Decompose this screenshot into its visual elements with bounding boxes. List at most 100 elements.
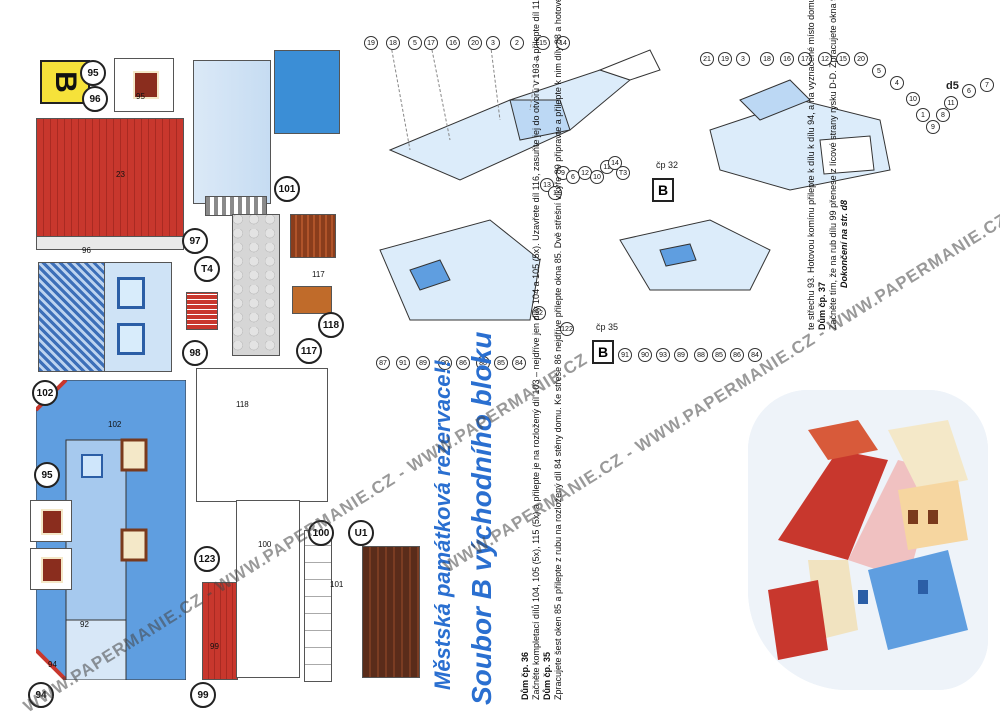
part-badge-96: 96 <box>82 86 108 112</box>
part-T4-red <box>186 292 218 330</box>
callout-top-9: 14 <box>556 36 570 50</box>
part-99-roof <box>202 582 238 680</box>
callout-bottom-7: 84 <box>512 356 526 370</box>
gable-house-svg <box>34 378 187 682</box>
callout-right-1: 19 <box>718 52 732 66</box>
part-badge-100: 100 <box>308 520 334 546</box>
callout-top-15: 10 <box>590 170 604 184</box>
part-102-roof <box>38 262 106 372</box>
part-lower-wall <box>236 500 300 678</box>
part-number-92: 92 <box>80 620 89 629</box>
callout-right-0: 21 <box>700 52 714 66</box>
part-number-101: 101 <box>330 580 344 589</box>
callout-top-2: 5 <box>408 36 422 50</box>
part-badge-U1: U1 <box>348 520 374 546</box>
part-gable-house <box>34 378 187 682</box>
callout-bottom-14: 88 <box>694 348 708 362</box>
part-number-100: 100 <box>258 540 272 549</box>
part-stone-wall <box>232 214 280 356</box>
callout-right-12: 1 <box>916 108 930 122</box>
diagram-label-b35-sub: čp 35 <box>596 322 619 332</box>
callout-bottom-15: 85 <box>712 348 726 362</box>
part-badge-102: 102 <box>32 380 58 406</box>
callout-top-7: 2 <box>510 36 524 50</box>
part-118-frame <box>292 286 332 314</box>
callout-top-3: 17 <box>424 36 438 50</box>
part-badge-94: 94 <box>28 682 54 708</box>
part-number-99: 99 <box>210 642 219 651</box>
callout-top-11: 1 <box>548 186 562 200</box>
part-badge-95: 95 <box>80 60 106 86</box>
callout-right-6: 12 <box>818 52 832 66</box>
assembly-diagram-right <box>709 79 891 191</box>
callout-right-8: 20 <box>854 52 868 66</box>
callout-top-0: 19 <box>364 36 378 50</box>
callout-right-11: 10 <box>906 92 920 106</box>
callout-bottom-13: 89 <box>674 348 688 362</box>
diagram-label-b32: B <box>652 178 674 202</box>
callout-right-13: 9 <box>926 120 940 134</box>
part-number-96: 96 <box>82 246 91 255</box>
house36-text: Začněte kompletací dílů 104, 105 (5x), 1… <box>531 0 542 700</box>
part-23-wall <box>196 368 328 502</box>
part-badge-123: 123 <box>194 546 220 572</box>
house37-heading: Dům čp. 37 <box>817 281 827 330</box>
callout-right-9: 5 <box>872 64 886 78</box>
callout-bottom-4: 86 <box>456 356 470 370</box>
callout-bottom-1: 91 <box>396 356 410 370</box>
diagram-label-b35: B <box>592 340 614 364</box>
part-U1-roof <box>362 546 420 678</box>
part-wall-windows <box>104 262 172 372</box>
callout-bottom-17: 84 <box>748 348 762 362</box>
part-number-102: 102 <box>108 420 122 429</box>
part-badge-97: 97 <box>182 228 208 254</box>
part-number-94: 94 <box>48 660 57 669</box>
part-92-wall <box>193 60 271 204</box>
callout-top-6: 3 <box>486 36 500 50</box>
finished-model-photo <box>748 390 988 690</box>
part-number-118: 118 <box>236 400 249 409</box>
callout-right-14: 8 <box>936 108 950 122</box>
callout-top-5: 20 <box>468 36 482 50</box>
callout-right-16: 6 <box>962 84 976 98</box>
part-101-door <box>290 214 336 258</box>
callout-right-2: 3 <box>736 52 750 66</box>
part-blue-wall <box>274 50 340 134</box>
house35-text: Zpracujete šest oken 85 a přilepte z rub… <box>553 0 564 700</box>
callout-right-10: 4 <box>890 76 904 90</box>
callout-right-15: 11 <box>944 96 958 110</box>
diagram-label-b32-sub: čp 32 <box>656 160 679 170</box>
callout-bottom-8: 92 <box>532 306 546 320</box>
callout-right-7: 15 <box>836 52 850 66</box>
part-96-roof-strip <box>36 236 184 250</box>
part-95-window-2 <box>30 500 72 542</box>
part-badge-98: 98 <box>182 340 208 366</box>
instructions-block-36-35: Dům čp. 36 Začněte kompletací dílů 104, … <box>520 0 564 700</box>
callout-top-8: 15 <box>536 36 550 50</box>
callout-bottom-3: 90 <box>438 356 452 370</box>
part-badge-117: 117 <box>296 338 322 364</box>
callout-right-4: 16 <box>780 52 794 66</box>
part-number-117: 117 <box>312 270 325 279</box>
callout-top-18: T3 <box>616 166 630 180</box>
callout-bottom-10: 91 <box>618 348 632 362</box>
part-badge-T4: T4 <box>194 256 220 282</box>
part-badge-101: 101 <box>274 176 300 202</box>
callout-bottom-9: 122 <box>560 322 574 336</box>
sheet-subtitle: Soubor B východního bloku <box>466 331 497 705</box>
diagram-label-d5: d5 <box>946 80 959 92</box>
sheet-title: Městská památková rezervace!! <box>430 359 455 690</box>
part-badge-99: 99 <box>190 682 216 708</box>
house36-heading: Dům čp. 36 <box>520 651 530 700</box>
finished-model-illustration <box>748 390 988 690</box>
callout-right-3: 18 <box>760 52 774 66</box>
house35-heading: Dům čp. 35 <box>542 651 552 700</box>
part-badge-95-b: 95 <box>34 462 60 488</box>
callout-bottom-2: 89 <box>416 356 430 370</box>
part-96-roof <box>36 118 184 238</box>
callout-bottom-12: 93 <box>656 348 670 362</box>
part-number-23: 23 <box>116 170 125 179</box>
callout-right-5: 17 <box>798 52 812 66</box>
part-badge-118: 118 <box>318 312 344 338</box>
callout-bottom-5: 88 <box>476 356 490 370</box>
